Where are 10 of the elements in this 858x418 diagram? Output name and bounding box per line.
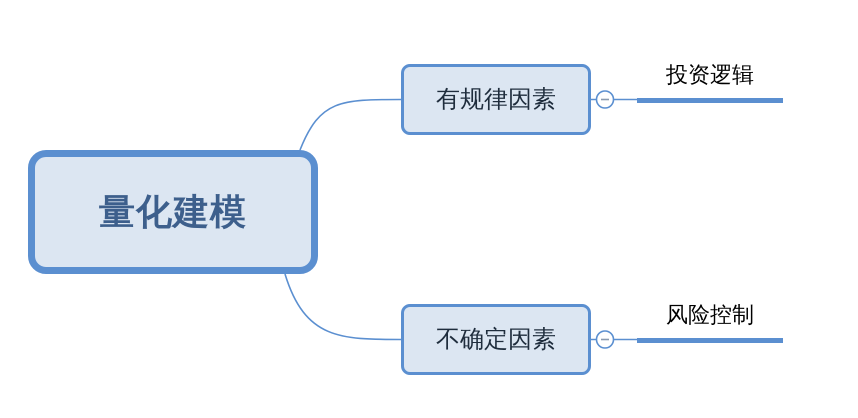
connector-line (284, 274, 401, 340)
topic-box (401, 304, 591, 375)
topic-text: 不确定因素 (436, 324, 556, 354)
topic-box (401, 64, 591, 135)
topic-text: 有规律因素 (436, 84, 556, 114)
topic-text: 风险控制 (666, 301, 754, 329)
topic-text: 投资逻辑 (666, 61, 754, 89)
central-topic-box (28, 150, 318, 274)
connector-line (299, 98, 401, 150)
topic-text: 量化建模 (99, 190, 247, 234)
